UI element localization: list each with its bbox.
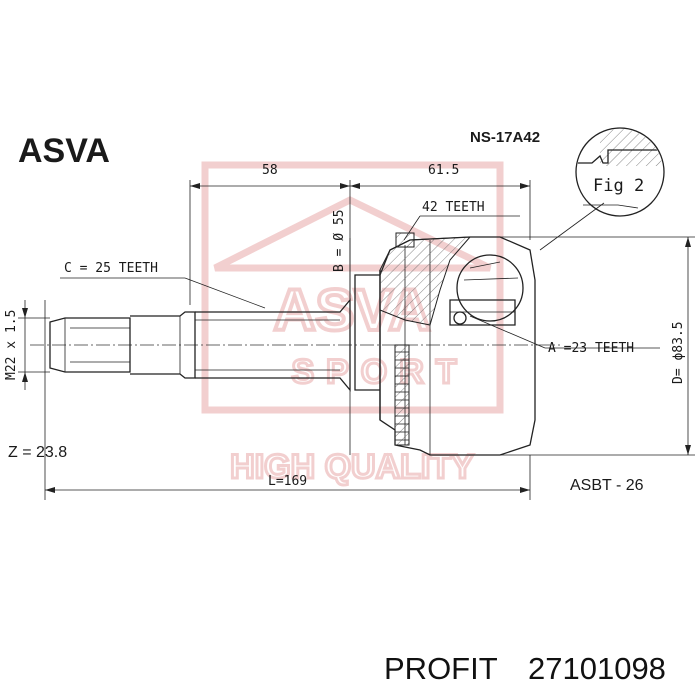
brand-logo: ASVA [18,132,110,170]
footer-number: 27101098 [528,651,666,686]
part-number: NS-17A42 [470,129,540,146]
dim-bearing-diameter: B = Ø 55 [332,209,347,272]
leader-lines [60,215,660,349]
dim-total-length: L=169 [268,474,307,489]
outer-spline-teeth-label: C = 25 TEETH [64,261,158,276]
catalog-code: ASBT - 26 [570,477,644,494]
dim-length-right: 61.5 [428,163,459,178]
dim-outer-diameter: D= ϕ83.5 [671,321,686,384]
abs-tone-ring [394,344,410,446]
dim-length-left: 58 [262,163,278,178]
dim-thread: M22 x 1.5 [4,310,19,380]
fig-2-detail: Fig 2 [539,127,665,251]
dimension-lines [18,180,695,500]
watermark-roof [213,196,492,272]
z-value: Z = 23.8 [8,444,67,461]
footer-brand: PROFIT [384,651,498,686]
watermark-quality-text: HIGH QUALITY [230,448,474,486]
cv-joint-body [30,232,560,456]
abs-teeth-label: 42 TEETH [422,200,485,215]
fig-2-label: Fig 2 [593,176,644,196]
watermark-frame [201,161,504,414]
inner-spline-teeth-label: A =23 TEETH [548,341,634,356]
